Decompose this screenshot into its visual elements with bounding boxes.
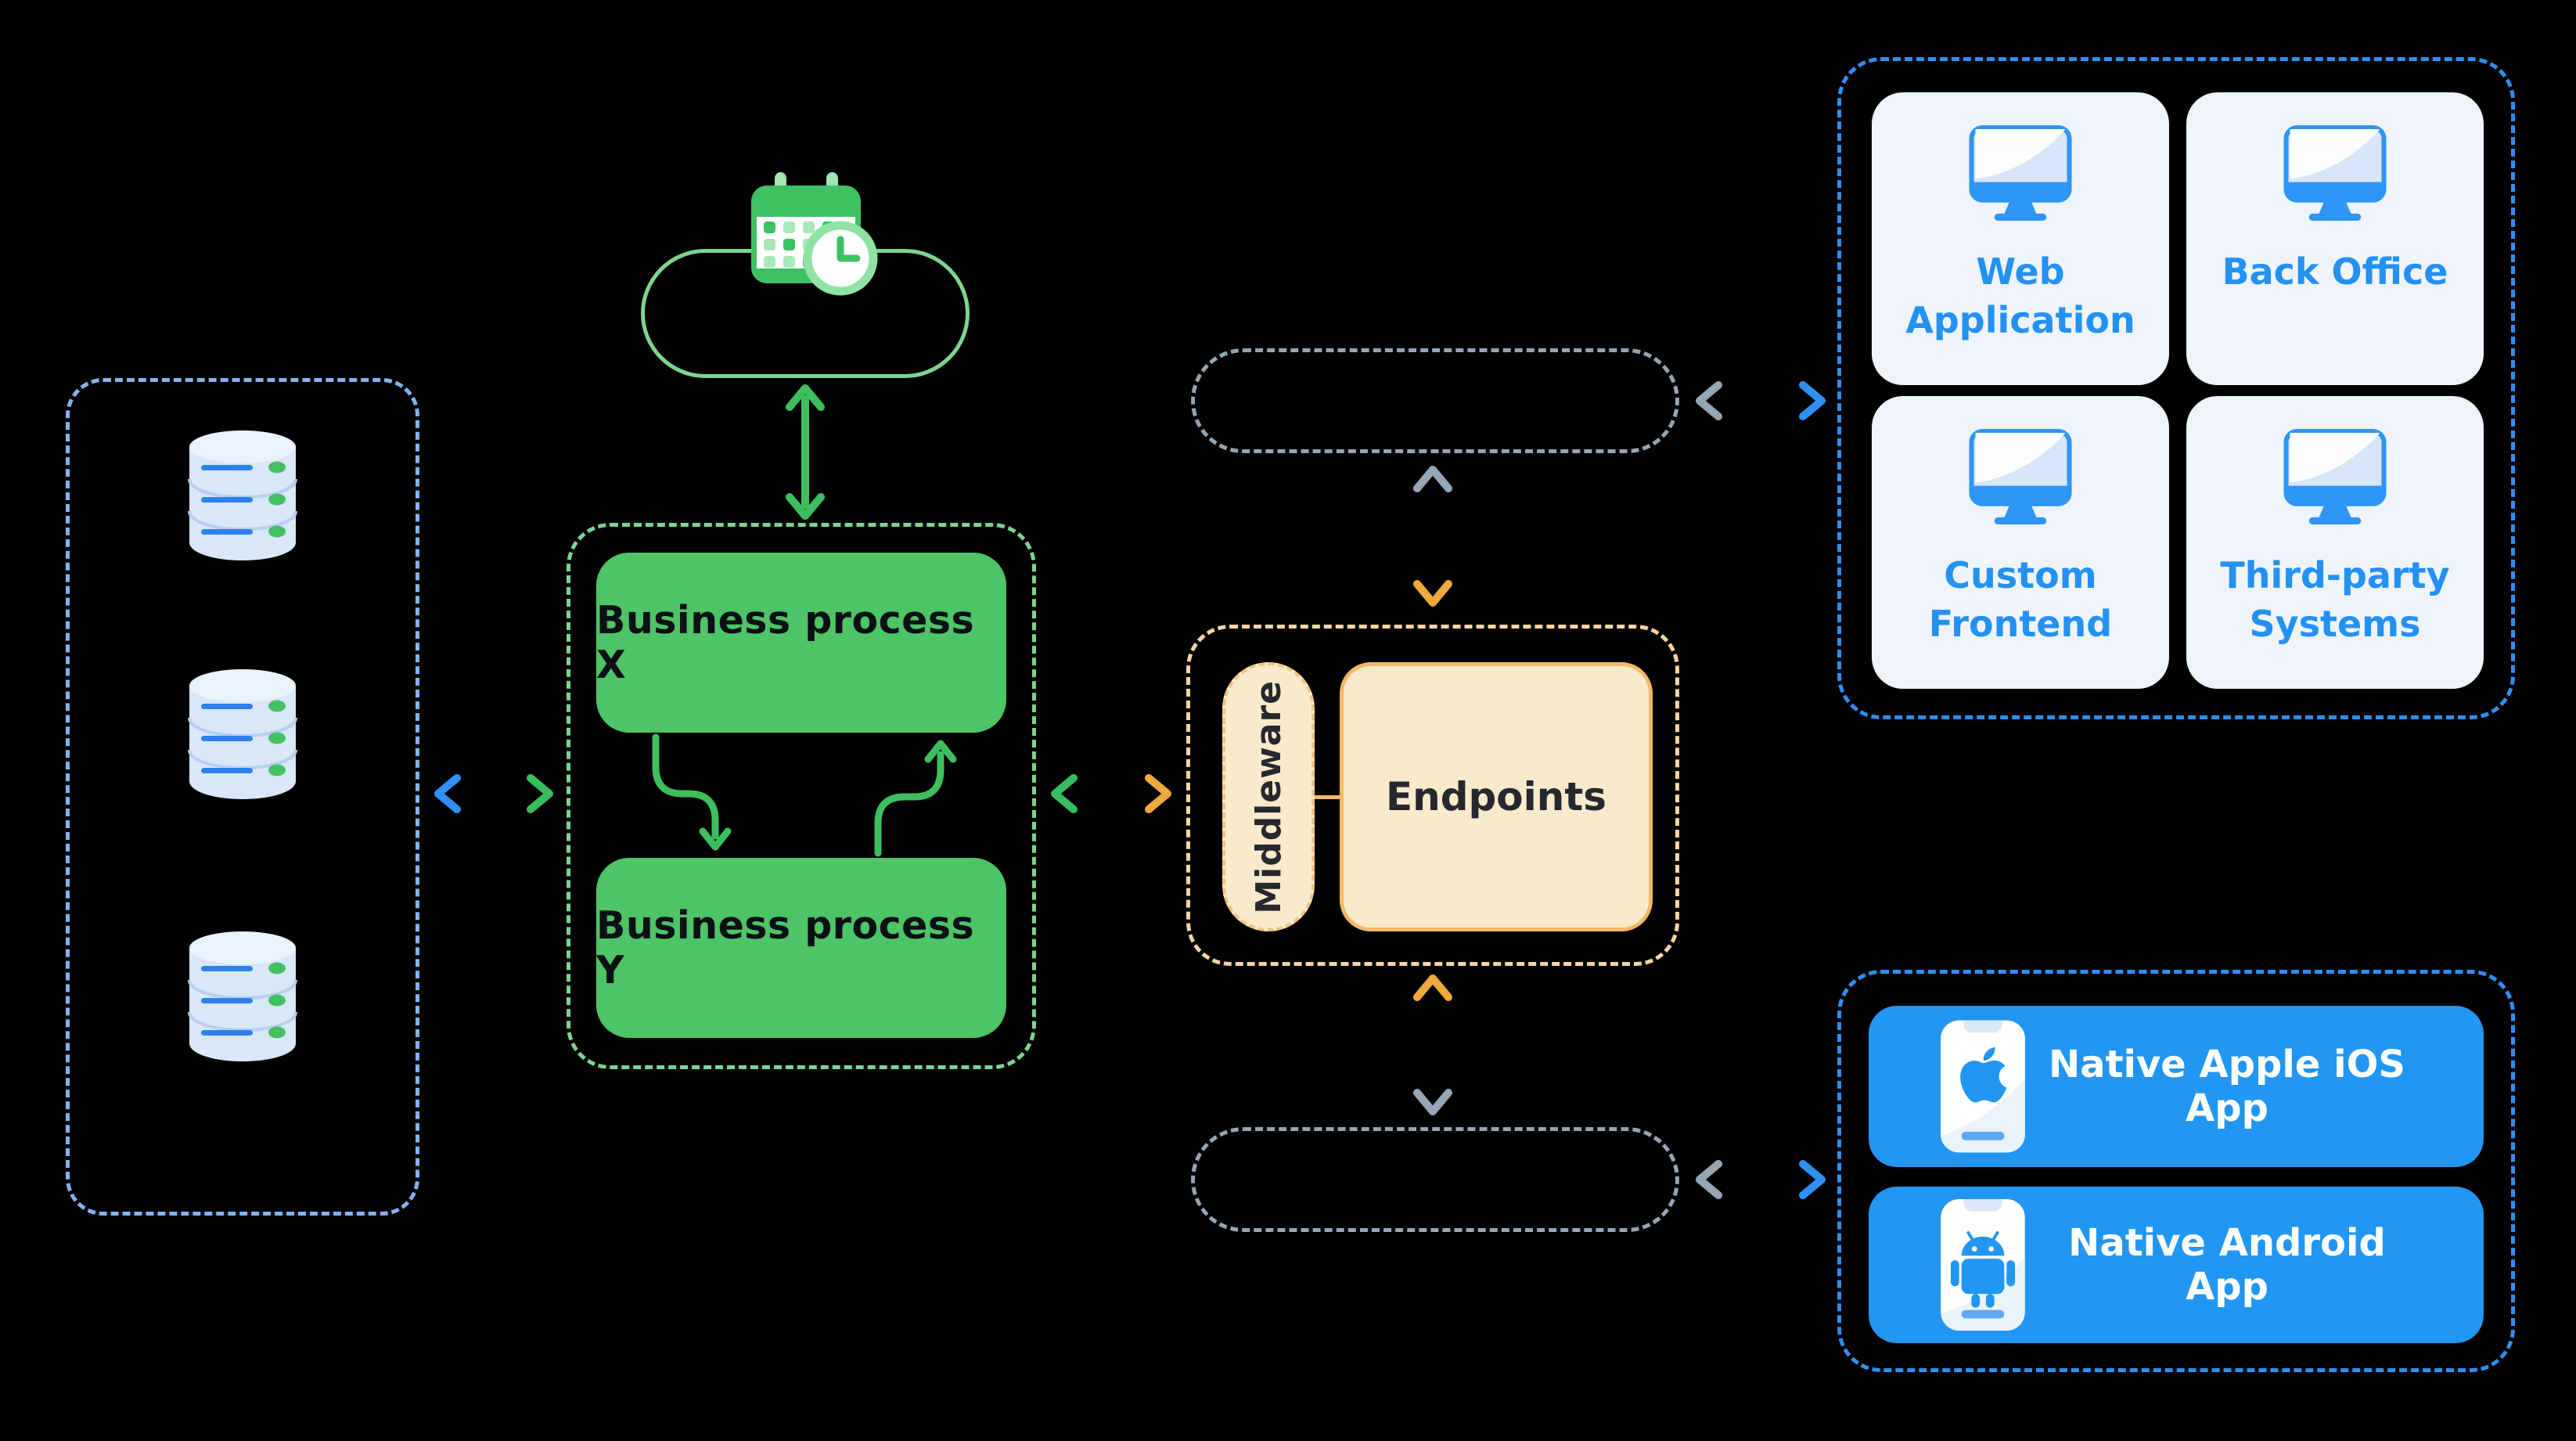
native-android-app-node: Native Android App	[1869, 1187, 2484, 1343]
endpoints-node: Endpoints	[1340, 662, 1653, 931]
native-android-app-label: Native Android App	[2068, 1221, 2386, 1309]
database-icon	[184, 427, 301, 571]
gateway-pill-top	[1191, 348, 1679, 453]
android-phone-icon	[1941, 1199, 2025, 1331]
client-card-third-party-systems: Third-party Systems	[2186, 396, 2484, 689]
monitor-icon	[1969, 125, 2072, 221]
arrow-business-middleware	[1051, 774, 1171, 813]
web-clients-box	[1837, 57, 2515, 719]
business-process-x-node: Business process X	[596, 553, 1006, 733]
database-icon	[184, 665, 301, 810]
client-card-back-office: Back Office	[2186, 92, 2484, 385]
middleware-pill: Middleware	[1222, 662, 1315, 931]
business-process-y-node: Business process Y	[596, 858, 1006, 1038]
native-ios-app-node: Native Apple iOS App	[1869, 1006, 2484, 1167]
monitor-icon	[2283, 125, 2387, 221]
arrow-databases-business	[434, 774, 553, 813]
business-process-x-label: Business process X	[596, 598, 975, 687]
databases-panel	[66, 378, 419, 1216]
arrow-top-pill-api	[1413, 466, 1452, 607]
apple-phone-icon	[1941, 1020, 2025, 1153]
api-box	[1186, 625, 1679, 966]
client-card-label: Web Application	[1905, 250, 2135, 342]
middleware-endpoints-connector	[1311, 795, 1343, 799]
arrow-api-bottom-pill	[1413, 974, 1452, 1115]
client-card-label: Third-party Systems	[2220, 554, 2450, 646]
client-card-custom-frontend: Custom Frontend	[1872, 396, 2169, 689]
calendar-clock-icon	[742, 172, 881, 300]
native-ios-app-label: Native Apple iOS App	[2049, 1043, 2405, 1130]
gateway-pill-bottom	[1191, 1127, 1679, 1232]
middleware-label: Middleware	[1248, 679, 1289, 914]
business-process-y-label: Business process Y	[596, 903, 975, 992]
endpoints-label: Endpoints	[1385, 774, 1607, 820]
monitor-icon	[2283, 429, 2387, 524]
client-card-label: Back Office	[2222, 250, 2448, 293]
database-icon	[184, 928, 301, 1072]
native-apps-box	[1837, 970, 2515, 1372]
arrow-pill-web-clients	[1696, 381, 1826, 420]
business-processes-box	[567, 523, 1036, 1069]
client-card-web-application: Web Application	[1872, 92, 2169, 385]
monitor-icon	[1969, 429, 2072, 524]
arrow-scheduler-business	[786, 384, 825, 520]
client-card-label: Custom Frontend	[1928, 554, 2113, 646]
arrow-pill-native-apps	[1696, 1160, 1826, 1199]
